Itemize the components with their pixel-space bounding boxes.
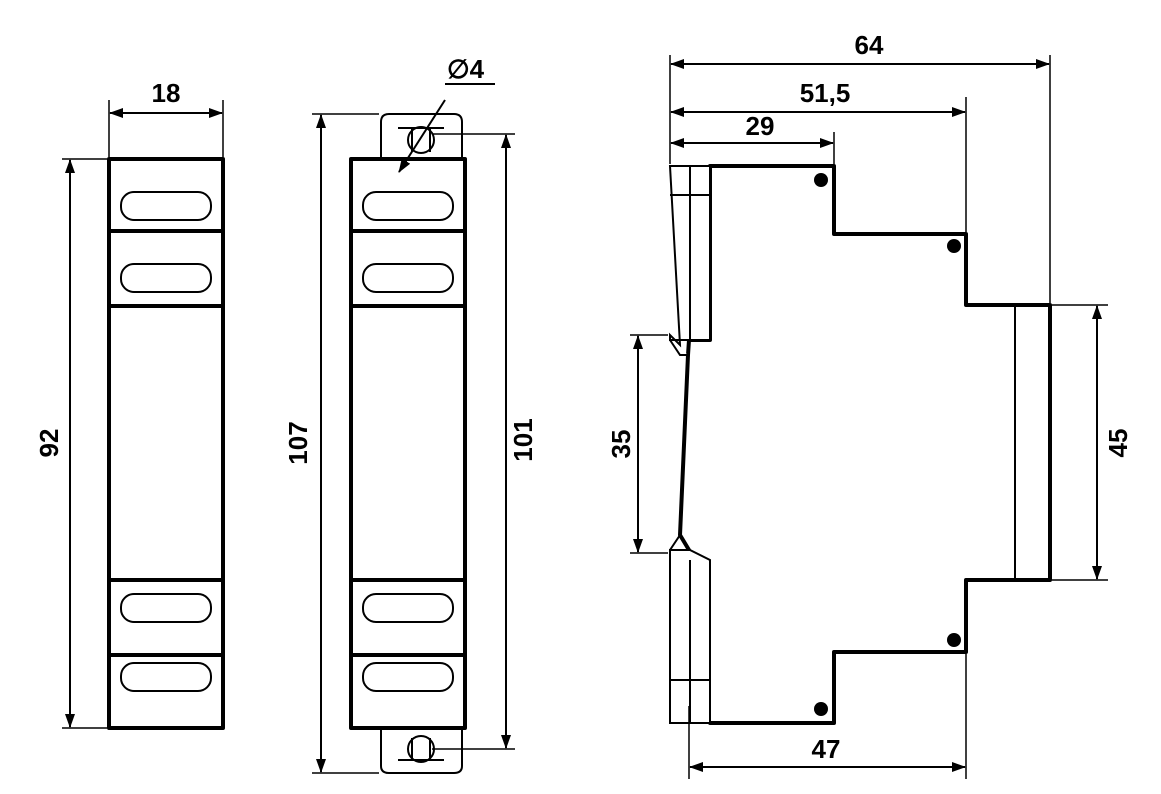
dim-label-rail-depth: 47 [812,734,841,764]
dim-label-depth-step1: 29 [746,111,775,141]
front-body [107,157,225,730]
leader-line [398,99,446,173]
mount-body [349,157,467,730]
dim-label-hole-spacing: 101 [508,418,538,461]
mounting-view: ∅4 107 101 [283,54,538,774]
dim-label-mount-total: 107 [283,421,313,464]
side-profile [678,164,1052,725]
dim-label-front-height: 92 [34,429,64,458]
terminal-slot [120,593,212,623]
terminal-slot [362,662,454,692]
screw-dot [814,702,828,716]
dim-label-front-width: 18 [152,78,181,108]
terminal-slot [120,263,212,293]
terminal-slot [362,263,454,293]
terminal-slot [362,191,454,221]
dim-label-total-depth: 64 [855,30,884,60]
side-view: 64 51,5 29 47 35 45 [606,30,1133,779]
dim-label-rail-height: 35 [606,430,636,459]
dim-label-depth-step2: 51,5 [800,78,851,108]
screw-dot [947,239,961,253]
dim-label-hole-diameter: ∅4 [447,54,485,84]
front-view: 18 92 [34,78,225,730]
screw-dot [947,633,961,647]
terminal-slot [120,191,212,221]
screw-dot [814,173,828,187]
terminal-slot [120,662,212,692]
dim-label-front-height-45: 45 [1103,429,1133,458]
terminal-slot [362,593,454,623]
